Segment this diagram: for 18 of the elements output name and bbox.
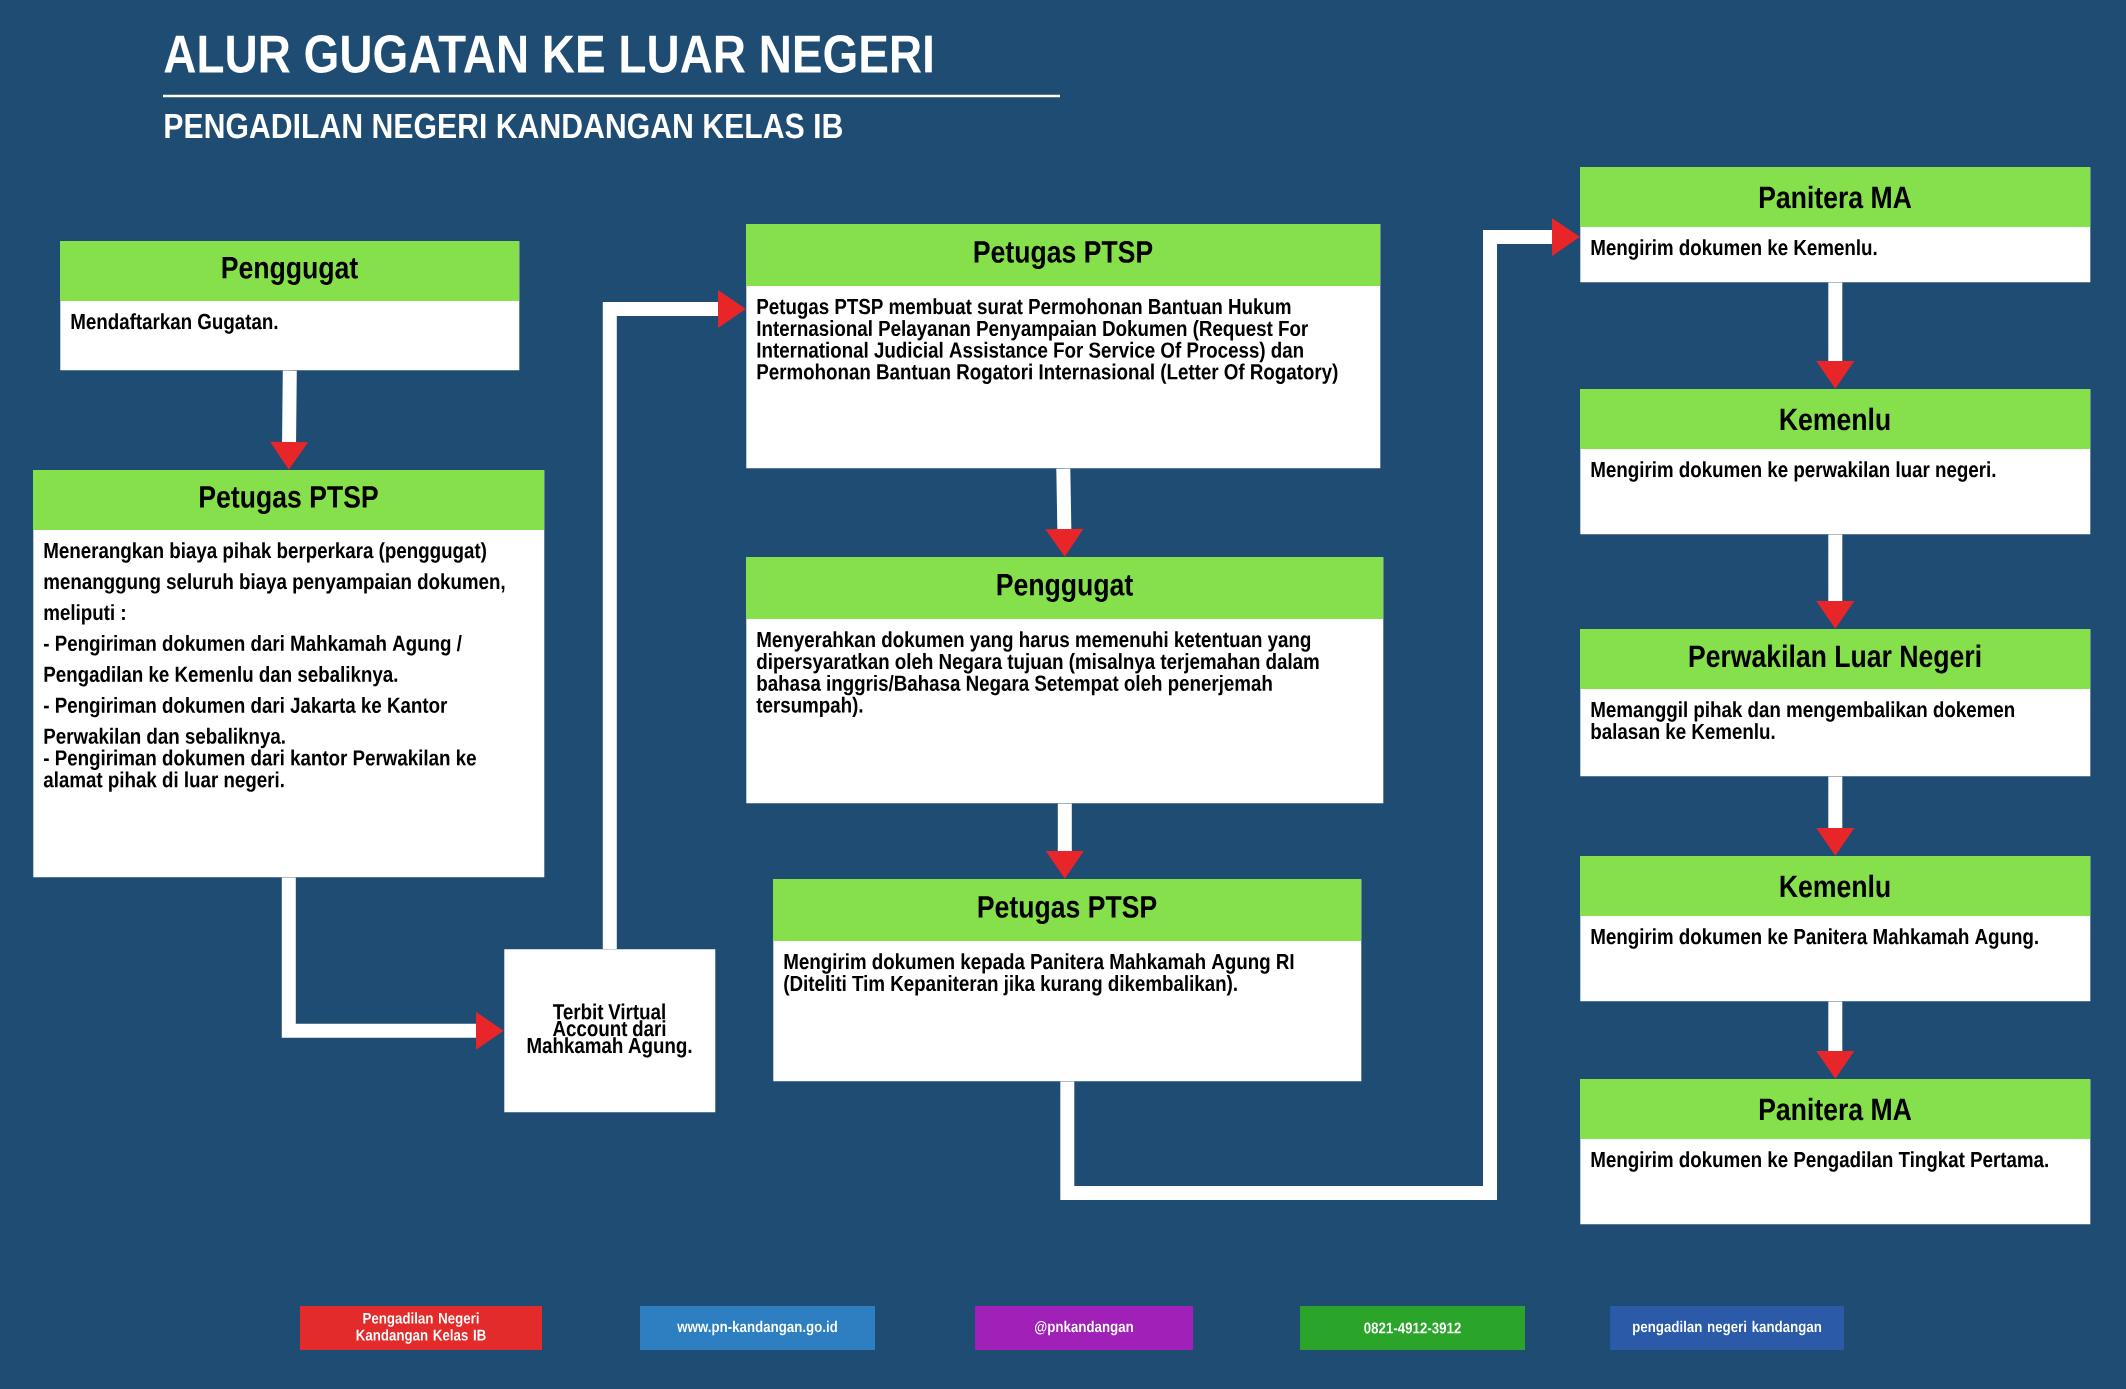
process-box: Kemenlu Mengirim dokumen ke perwakilan luar negeri. — [1580, 389, 2091, 535]
process-box: Petugas PTSP Menerangkan biaya pihak berperkara (penggugat) menanggung seluruh biaya penyampaian dokumen, meliputi : - Pengiriman dokumen dari Mahkamah Agung / Pengadilan ke Kemenlu dan sebaliknya. - Pengiriman dokumen dari Jakarta ke Kantor Perwakilan dan sebaliknya. - Pengiriman dokumen dari kantor Perwakilan ke alamat pihak di luar negeri. — [33, 470, 545, 878]
contact-label: Pengadilan Negeri Kandangan Kelas IB — [300, 1306, 542, 1350]
title: ALUR GUGATAN KE LUAR NEGERI — [164, 35, 932, 73]
process-box: Petugas PTSP Petugas PTSP membuat surat Permohonan Bantuan Hukum Internasional Pelayanan Penyampaian Dokumen (Request For International Judicial Assistance For Service Of Process) dan Permohonan Bantuan Rogatori Internasional (Letter Of Rogatory) — [746, 224, 1381, 469]
contact-label: pengadilan negeri kandangan — [1610, 1306, 1845, 1350]
contact-label: www.pn-kandangan.go.id — [640, 1306, 875, 1350]
subtitle: PENGADILAN NEGERI KANDANGAN KELAS IB — [165, 113, 842, 139]
note-box: Terbit Virtual Account dari Mahkamah Agung. — [504, 949, 716, 1113]
process-box: Perwakilan Luar Negeri Memanggil pihak dan mengembalikan dokemen balasan ke Kemenlu. — [1580, 629, 2091, 777]
process-box: Penggugat Menyerahkan dokumen yang harus memenuhi ketentuan yang dipersyaratkan oleh Negara tujuan (misalnya terjemahan dalam bahasa inggris/Bahasa Negara Setempat oleh penerjemah tersumpah). — [746, 557, 1384, 804]
process-box: Penggugat Mendaftarkan Gugatan. — [60, 241, 520, 371]
process-box: Kemenlu Mengirim dokumen ke Panitera Mahkamah Agung. — [1580, 856, 2091, 1002]
contact-label: @pnkandangan — [975, 1306, 1193, 1350]
process-box: Panitera MA Mengirim dokumen ke Kemenlu. — [1580, 167, 2091, 283]
contact-label: 0821-4912-3912 — [1300, 1306, 1525, 1350]
process-box: Panitera MA Mengirim dokumen ke Pengadilan Tingkat Pertama. — [1580, 1079, 2091, 1225]
process-box: Petugas PTSP Mengirim dokumen kepada Panitera Mahkamah Agung RI (Diteliti Tim Kepaniteran jika kurang dikembalikan). — [773, 879, 1362, 1082]
